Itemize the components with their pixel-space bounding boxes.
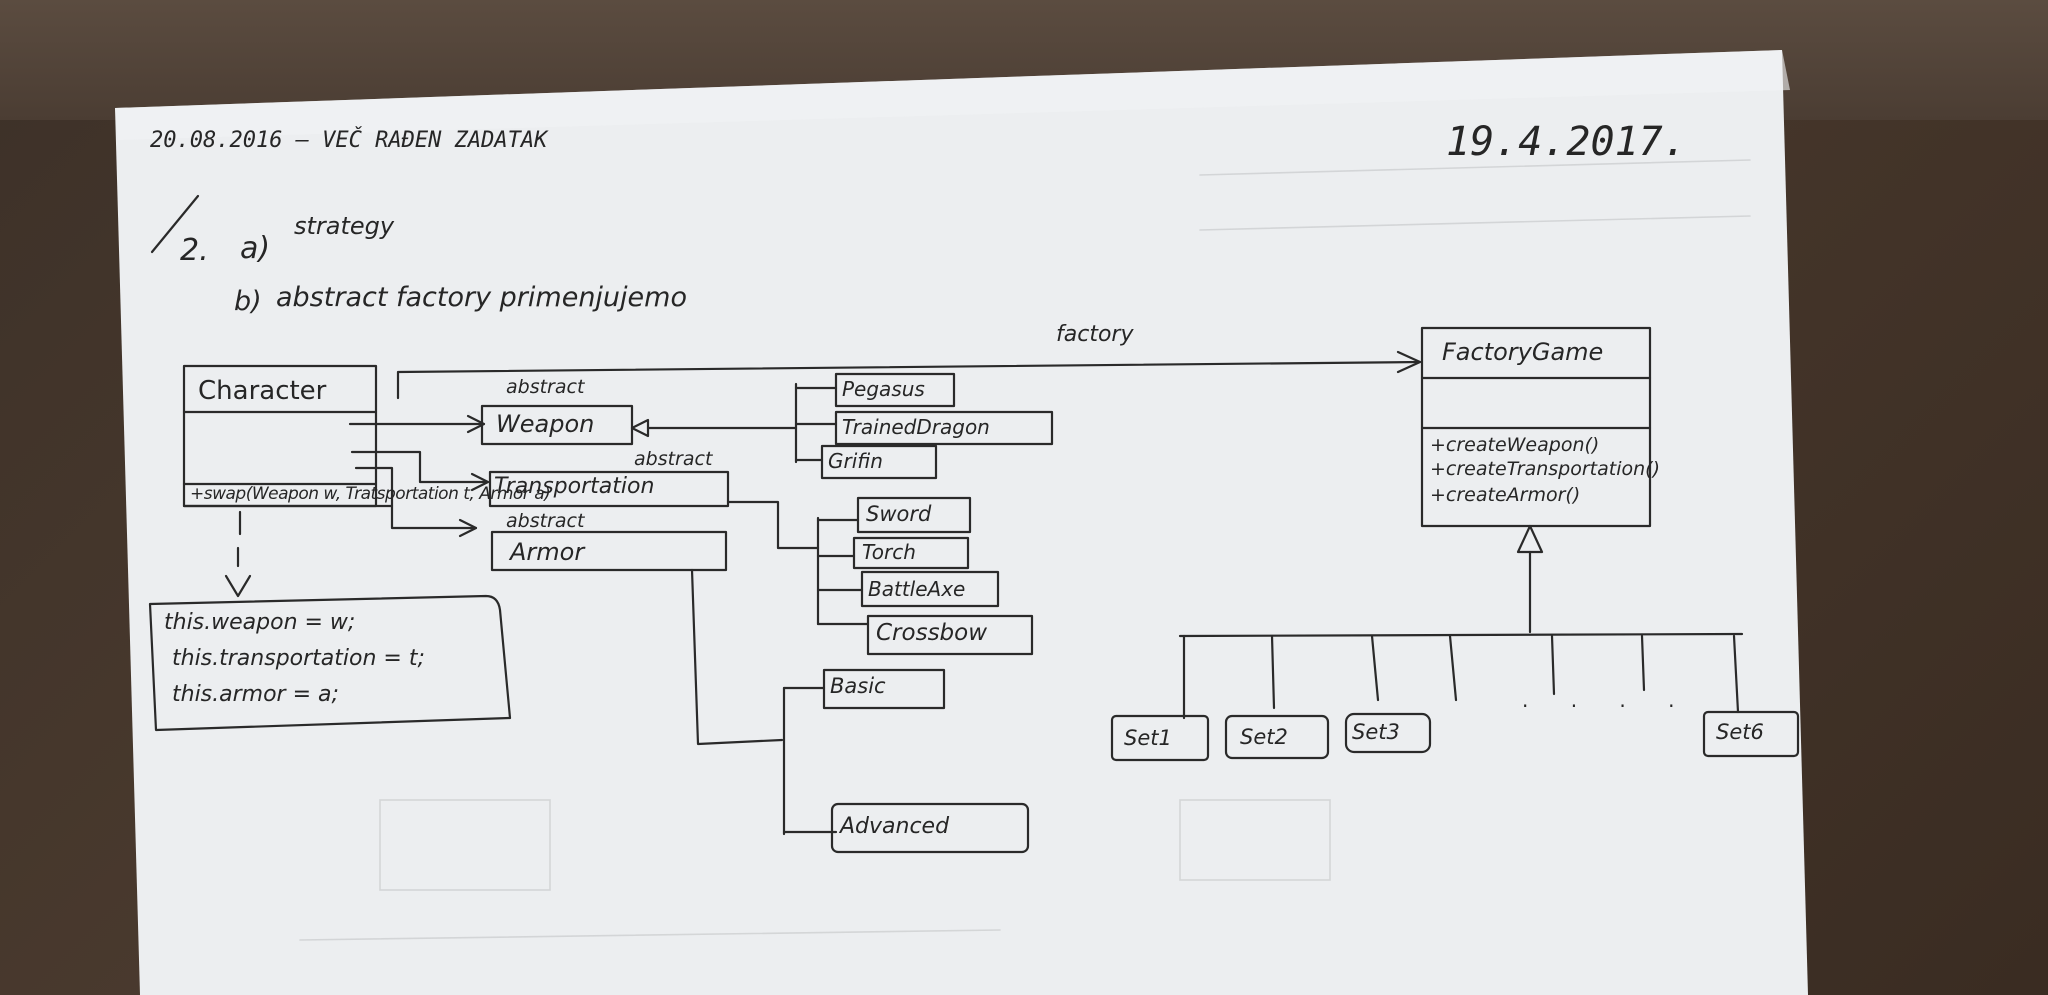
task-a-label: a): [240, 231, 271, 266]
advanced-box-shape: [830, 802, 1030, 854]
weapon-type-crossbow: Crossbow: [876, 620, 988, 646]
transport-type-trained-dragon: TrainedDragon: [842, 415, 990, 439]
set2-box-shape: [1224, 714, 1330, 760]
swap-body-line-armor: this.armor = a;: [172, 682, 339, 707]
pegasus-box-shape: [834, 372, 956, 408]
armor-class: Armor: [510, 538, 585, 566]
weapon-class: Weapon: [496, 410, 595, 438]
set-3: Set3: [1352, 720, 1400, 744]
armor-type-advanced: Advanced: [840, 814, 950, 839]
swap-body-line-transportation: this.transportation = t;: [172, 646, 425, 671]
swap-body-box-shape: [148, 594, 512, 732]
factory-class-box: [1420, 326, 1652, 528]
swap-body-line-weapon: this.weapon = w;: [164, 610, 356, 635]
crossbow-box-shape: [866, 614, 1034, 656]
transportation-class: Transportation: [494, 474, 655, 499]
grifin-box-shape: [820, 444, 938, 480]
weapon-box-shape: [480, 404, 634, 446]
character-title: Character: [198, 376, 327, 406]
torch-box-shape: [852, 536, 970, 570]
abstract-transportation-label: abstract: [634, 448, 713, 470]
set6-box-shape: [1702, 710, 1800, 758]
item-number: 2.: [180, 233, 209, 268]
character-swap-method: +swap(Weapon w, Tratsportation t, Armor …: [190, 484, 551, 504]
battleaxe-box-shape: [860, 570, 1000, 608]
set-6: Set6: [1716, 720, 1764, 744]
task-b-text: abstract factory primenjujemo: [276, 282, 687, 313]
factory-method-create-weapon: +createWeapon(): [1430, 434, 1600, 456]
factory-method-create-armor: +createArmor(): [1430, 484, 1581, 506]
task-a-text: strategy: [294, 212, 395, 240]
factory-arrow-label: factory: [1056, 322, 1134, 347]
sword-box-shape: [856, 496, 972, 534]
weapon-type-torch: Torch: [862, 540, 916, 564]
set-2: Set2: [1240, 725, 1288, 749]
weapon-type-battleaxe: BattleAxe: [868, 577, 966, 601]
abstract-armor-label: abstract: [506, 510, 585, 532]
transportation-box-shape: [488, 470, 730, 508]
arrow-to-armor: [354, 466, 478, 530]
factory-title: FactoryGame: [1442, 338, 1604, 366]
armor-type-basic: Basic: [830, 674, 886, 698]
transport-type-pegasus: Pegasus: [842, 377, 925, 401]
abstract-weapon-label: abstract: [506, 376, 585, 398]
trained-dragon-box-shape: [834, 410, 1054, 446]
factory-method-create-transportation: +createTransportation(): [1430, 458, 1660, 480]
paper-sheet-shape: [115, 50, 1808, 995]
set-1: Set1: [1124, 726, 1172, 750]
armor-box-shape: [490, 530, 728, 572]
task-b-label: b): [234, 286, 262, 317]
set1-box-shape: [1110, 714, 1210, 762]
show-through-marks: [299, 159, 1751, 941]
set3-box-shape: [1344, 712, 1432, 754]
sets-ellipsis: . . . .: [1522, 688, 1693, 712]
weapon-type-sword: Sword: [866, 502, 932, 526]
basic-box-shape: [822, 668, 946, 710]
arrow-to-transportation: [350, 450, 490, 484]
right-date: 19.4.2017.: [1446, 119, 1687, 165]
slash-mark: [150, 194, 200, 254]
factory-arrow: [396, 360, 1422, 400]
left-date-note: 20.08.2016 – VEČ RAĐEN ZADATAK: [150, 128, 548, 153]
transport-type-grifin: Grifin: [828, 449, 883, 473]
